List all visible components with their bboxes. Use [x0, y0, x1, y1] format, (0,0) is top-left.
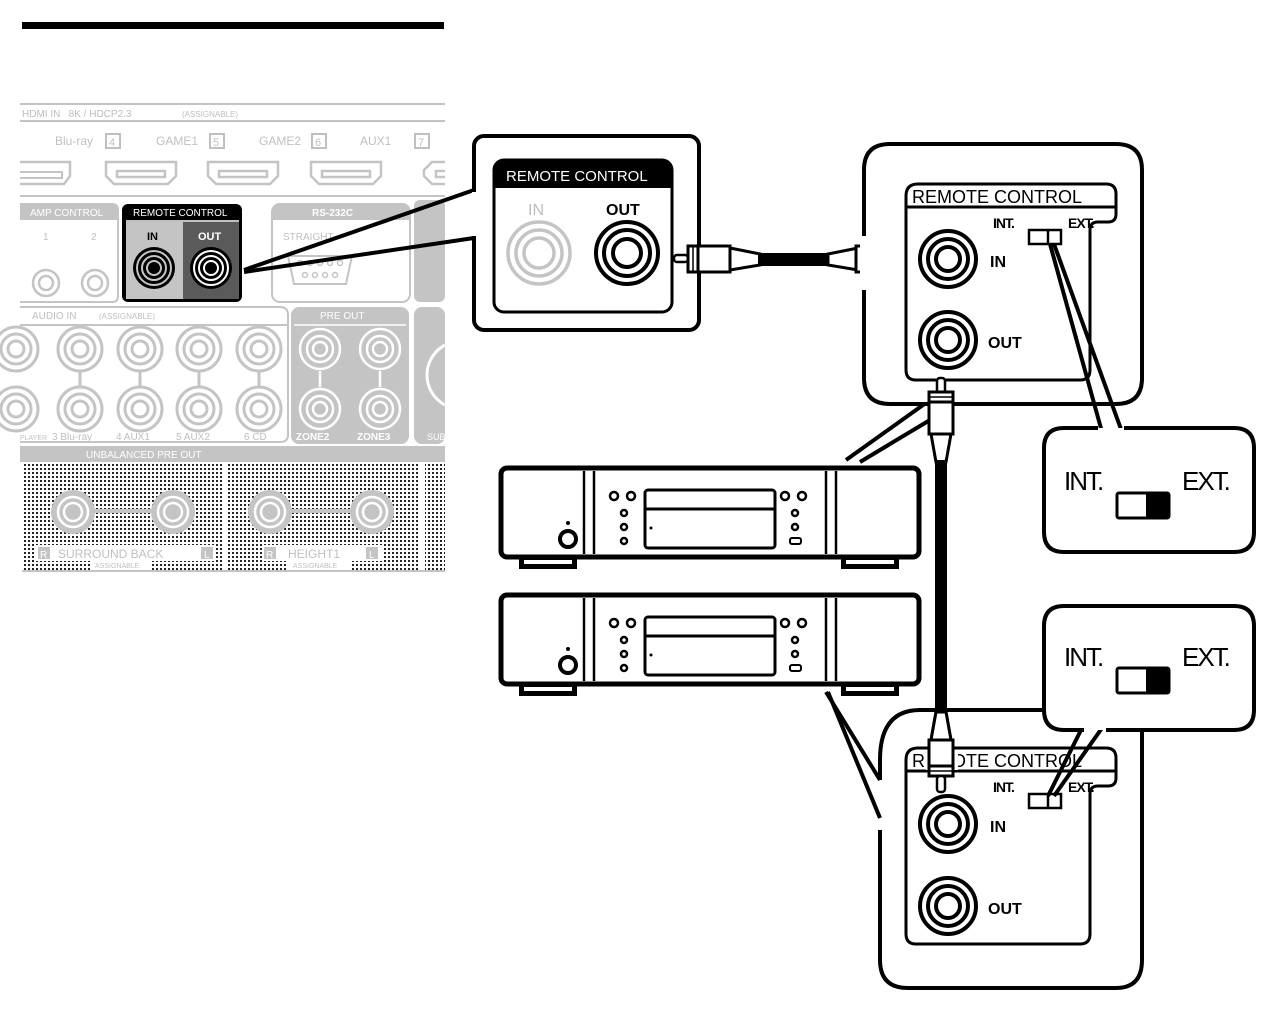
- amp-control-title: AMP CONTROL: [30, 208, 104, 219]
- audio-in-label-cd: 6 CD: [244, 432, 267, 443]
- switch-bottom-ext: EXT.: [1182, 642, 1229, 672]
- top-panel-in-jack: [918, 229, 978, 289]
- hdmi-label-blu-ray: Blu-ray: [55, 134, 93, 148]
- audio-in-label-bluray: 3 Blu-ray: [52, 432, 92, 443]
- audio-in-label-player: PLAYER: [20, 435, 47, 442]
- audio-in-title: AUDIO IN: [32, 311, 76, 322]
- audio-in-section: AUDIO IN (ASSIGNABLE) PLAYER 3 Blu-ray 4…: [0, 306, 289, 443]
- switch-callout-top: INT. EXT.: [1042, 426, 1256, 554]
- switch-callout-bottom: INT. EXT.: [1042, 604, 1256, 732]
- audio-in-jacks: [0, 325, 283, 433]
- top-panel-out-jack: [918, 310, 978, 370]
- unbalanced-pre-out-section: UNBALANCED PRE OUT R SURROUND BACK L ASS…: [20, 446, 445, 572]
- audio-in-label-aux1: 4 AUX1: [116, 432, 150, 443]
- hdmi-label-game2: GAME2: [259, 134, 301, 148]
- switch-bottom-int: INT.: [1064, 642, 1102, 672]
- receiver-remote-in-jack: [133, 247, 175, 289]
- power-button: [558, 655, 578, 675]
- rs232c-subtitle: STRAIGHT: [283, 232, 334, 243]
- top-panel-int: INT.: [993, 215, 1014, 231]
- amp-port-1: 1: [43, 232, 49, 243]
- top-panel-title: REMOTE CONTROL: [912, 187, 1082, 207]
- top-panel-in-label: IN: [990, 254, 1006, 271]
- hdmi-assignable: (ASSIGNABLE): [182, 110, 238, 119]
- hdmi-port: [206, 160, 280, 186]
- surround-back-l: L: [204, 550, 210, 561]
- hdmi-number-6: 6: [315, 137, 321, 149]
- height1-l: L: [369, 550, 375, 561]
- pre-out-title: PRE OUT: [320, 311, 364, 322]
- section-rule: [22, 22, 444, 29]
- switch-bottom-toggle[interactable]: [1115, 666, 1171, 695]
- hdmi-port: [309, 160, 383, 186]
- top-device-remote-panel: REMOTE CONTROL INT. EXT. IN OUT: [844, 142, 1144, 464]
- rs232c-title: RS-232C: [312, 208, 353, 219]
- callout-out-label: OUT: [606, 202, 640, 219]
- hdmi-label-aux1: AUX1: [360, 134, 392, 148]
- device-player-bottom: [498, 592, 922, 696]
- bottom-panel-in-label: IN: [990, 819, 1006, 836]
- height1-r: R: [266, 550, 273, 561]
- receiver-remote-callout: REMOTE CONTROL IN OUT: [243, 134, 701, 332]
- hdmi-label-game1: GAME1: [156, 134, 198, 148]
- hdmi-ports: [20, 160, 445, 186]
- device-player-top: [498, 465, 922, 569]
- receiver-remote-title: REMOTE CONTROL: [133, 208, 228, 219]
- top-panel-out-label: OUT: [988, 335, 1022, 352]
- surround-back-r: R: [40, 550, 47, 561]
- receiver-back-panel: HDMI IN 8K / HDCP2.3 (ASSIGNABLE) Blu-ra…: [0, 103, 446, 572]
- switch-top-ext: EXT.: [1182, 466, 1229, 496]
- hdmi-number-4: 4: [109, 137, 115, 149]
- surround-back-note: ASSIGNABLE: [95, 563, 140, 570]
- receiver-remote-in-label: IN: [147, 231, 158, 243]
- switch-top-int: INT.: [1064, 466, 1102, 496]
- top-panel-int-ext-switch[interactable]: [1027, 228, 1063, 246]
- switch-top-toggle[interactable]: [1115, 491, 1171, 520]
- audio-in-label-aux2: 5 AUX2: [176, 432, 210, 443]
- bottom-device-remote-panel: REMOTE CONTROL INT. EXT. IN OUT: [824, 690, 1144, 990]
- bottom-panel-out-jack: [918, 876, 978, 936]
- hdmi-number-5: 5: [213, 137, 219, 149]
- bottom-panel-out-label: OUT: [988, 901, 1022, 918]
- surround-back-name: SURROUND BACK: [58, 547, 163, 561]
- callout-in-jack: [506, 220, 572, 286]
- rca-cable-horizontal: [672, 244, 914, 274]
- bottom-panel-in-jack: [918, 794, 978, 854]
- height1-note: ASSIGNABLE: [293, 563, 338, 570]
- hdmi-header: HDMI IN 8K / HDCP2.3: [22, 109, 132, 120]
- amp-port-2: 2: [91, 232, 97, 243]
- unbalanced-pre-out-title: UNBALANCED PRE OUT: [86, 450, 202, 461]
- receiver-remote-out-jack: [190, 247, 232, 289]
- callout-out-jack: [594, 220, 660, 286]
- hdmi-number-7: 7: [418, 137, 424, 149]
- hdmi-port: [20, 160, 72, 186]
- pre-out-section: PRE OUT ZONE2 ZONE3 SUB: [291, 307, 446, 444]
- audio-in-assignable: (ASSIGNABLE): [99, 312, 155, 321]
- hdmi-port: [104, 160, 178, 186]
- subwoofer-label: SUB: [427, 432, 446, 442]
- pre-out-zone2: ZONE2: [296, 432, 330, 443]
- bottom-panel-int-ext-switch[interactable]: [1027, 792, 1063, 810]
- top-panel-ext: EXT.: [1068, 215, 1094, 231]
- bottom-panel-int: INT.: [993, 779, 1014, 795]
- receiver-remote-out-label: OUT: [198, 231, 222, 243]
- amp-control-section: AMP CONTROL 1 2: [20, 203, 119, 303]
- hdmi-input-labels: Blu-ray 4 GAME1 5 GAME2 6 AUX1 7: [55, 133, 430, 149]
- pre-out-zone3: ZONE3: [357, 432, 391, 443]
- bottom-panel-ext: EXT.: [1068, 779, 1094, 795]
- rs232c-section: RS-232C STRAIGHT: [271, 200, 445, 303]
- hdmi-port: [422, 160, 445, 186]
- callout-in-label: IN: [528, 202, 544, 219]
- power-button: [558, 529, 578, 549]
- rca-plug-bottom: [927, 710, 955, 794]
- height1-name: HEIGHT1: [288, 547, 340, 561]
- callout-remote-title: REMOTE CONTROL: [506, 168, 648, 185]
- receiver-remote-control-section: REMOTE CONTROL IN OUT: [122, 204, 242, 302]
